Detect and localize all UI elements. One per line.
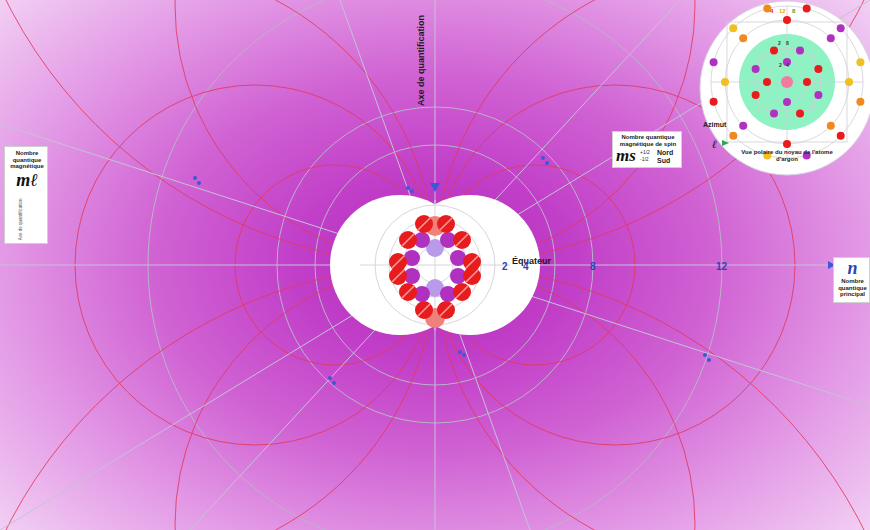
polar-dot bbox=[814, 65, 822, 73]
polar-view-circle: Vue polaire du noyau de l'atome d'argon A… bbox=[700, 1, 870, 175]
node-text: 8 bbox=[792, 8, 800, 15]
polar-dots bbox=[710, 5, 865, 160]
polar-dot bbox=[803, 5, 811, 13]
particle bbox=[453, 231, 471, 249]
polar-dot bbox=[710, 58, 718, 66]
polar-dot bbox=[729, 24, 737, 32]
spin-mark bbox=[466, 256, 479, 269]
node-text: 4 bbox=[786, 63, 794, 69]
principal-number-box: nNombre quantique principal bbox=[833, 257, 870, 303]
particle bbox=[453, 283, 471, 301]
node-text: ℓ bbox=[712, 138, 722, 150]
polar-dot bbox=[845, 78, 853, 86]
particle bbox=[415, 215, 433, 233]
polar-dot bbox=[856, 58, 864, 66]
polar-view bbox=[700, 1, 870, 175]
polar-dot bbox=[752, 91, 760, 99]
spin-mark bbox=[402, 234, 415, 247]
spin-mark bbox=[440, 304, 453, 317]
polar-dot bbox=[827, 122, 835, 130]
particle bbox=[463, 267, 481, 285]
quantum-number-box: Nombre quantique magnétiquemℓAxe de quan… bbox=[4, 146, 48, 244]
spin-mark bbox=[418, 304, 431, 317]
particle bbox=[389, 267, 407, 285]
shell-number: 12 bbox=[716, 262, 727, 272]
node-text: Vue polaire du noyau de l'atome d'argon bbox=[740, 149, 834, 162]
node-text: 8 bbox=[786, 41, 794, 47]
polar-dot bbox=[796, 47, 804, 55]
particle bbox=[437, 301, 455, 319]
polar-dot bbox=[783, 140, 791, 148]
particles bbox=[389, 215, 481, 328]
node-text: Nombre quantique magnétique bbox=[6, 150, 48, 170]
spin-mark bbox=[392, 256, 405, 269]
intersection-dots bbox=[193, 156, 711, 385]
spin-mark bbox=[456, 234, 469, 247]
shell-number: 8 bbox=[590, 262, 596, 272]
polar-dot bbox=[752, 65, 760, 73]
polar-dot bbox=[827, 34, 835, 42]
polar-dot bbox=[856, 98, 864, 106]
polar-dot bbox=[803, 78, 811, 86]
polar-dot bbox=[763, 78, 771, 86]
node-text: Azimut bbox=[703, 121, 733, 129]
polar-dot bbox=[770, 109, 778, 117]
spin-mark bbox=[392, 270, 405, 283]
polar-dot bbox=[770, 47, 778, 55]
particle bbox=[399, 231, 417, 249]
node-text: Axe de quantification bbox=[19, 189, 24, 249]
node-text: n bbox=[835, 259, 870, 279]
node-text: Nord bbox=[657, 149, 681, 157]
node-text: 4 bbox=[770, 8, 778, 15]
polar-dot bbox=[814, 91, 822, 99]
spin-mark bbox=[418, 218, 431, 231]
axis-title: Axe de quantification bbox=[417, 15, 426, 106]
spin-mark bbox=[466, 270, 479, 283]
spin-box: Nombre quantique magnétique de spinms +1/… bbox=[612, 131, 682, 168]
nucleus bbox=[330, 195, 540, 335]
node-text: 12 bbox=[779, 8, 791, 15]
node-text: 2 bbox=[778, 41, 786, 47]
spin-mark bbox=[402, 286, 415, 299]
polar-dot bbox=[837, 132, 845, 140]
equator-label: Équateur bbox=[512, 257, 551, 266]
spin-mark bbox=[456, 286, 469, 299]
node-text: -1/2 bbox=[640, 157, 656, 163]
node-text: Sud bbox=[657, 157, 681, 165]
particle bbox=[437, 215, 455, 233]
spin-mark bbox=[440, 218, 453, 231]
polar-dot bbox=[837, 24, 845, 32]
polar-dot bbox=[739, 122, 747, 130]
node-text: 2 bbox=[779, 63, 787, 69]
particle bbox=[399, 283, 417, 301]
polar-dot bbox=[739, 34, 747, 42]
polar-dot bbox=[783, 16, 791, 24]
node-text: mℓ bbox=[6, 171, 48, 191]
polar-dot bbox=[783, 98, 791, 106]
polar-dot bbox=[729, 132, 737, 140]
polar-dot bbox=[710, 98, 718, 106]
shell-number: 4 bbox=[523, 262, 529, 272]
shell-number: 2 bbox=[502, 262, 508, 272]
polar-dot bbox=[796, 109, 804, 117]
particle bbox=[415, 301, 433, 319]
node-text: Nombre quantique magnétique de spin bbox=[615, 134, 681, 147]
node-text: +1/2 bbox=[640, 150, 656, 156]
node-text: ms bbox=[616, 147, 636, 166]
polar-dot bbox=[721, 78, 729, 86]
node-text: Nombre quantique principal bbox=[835, 278, 870, 298]
